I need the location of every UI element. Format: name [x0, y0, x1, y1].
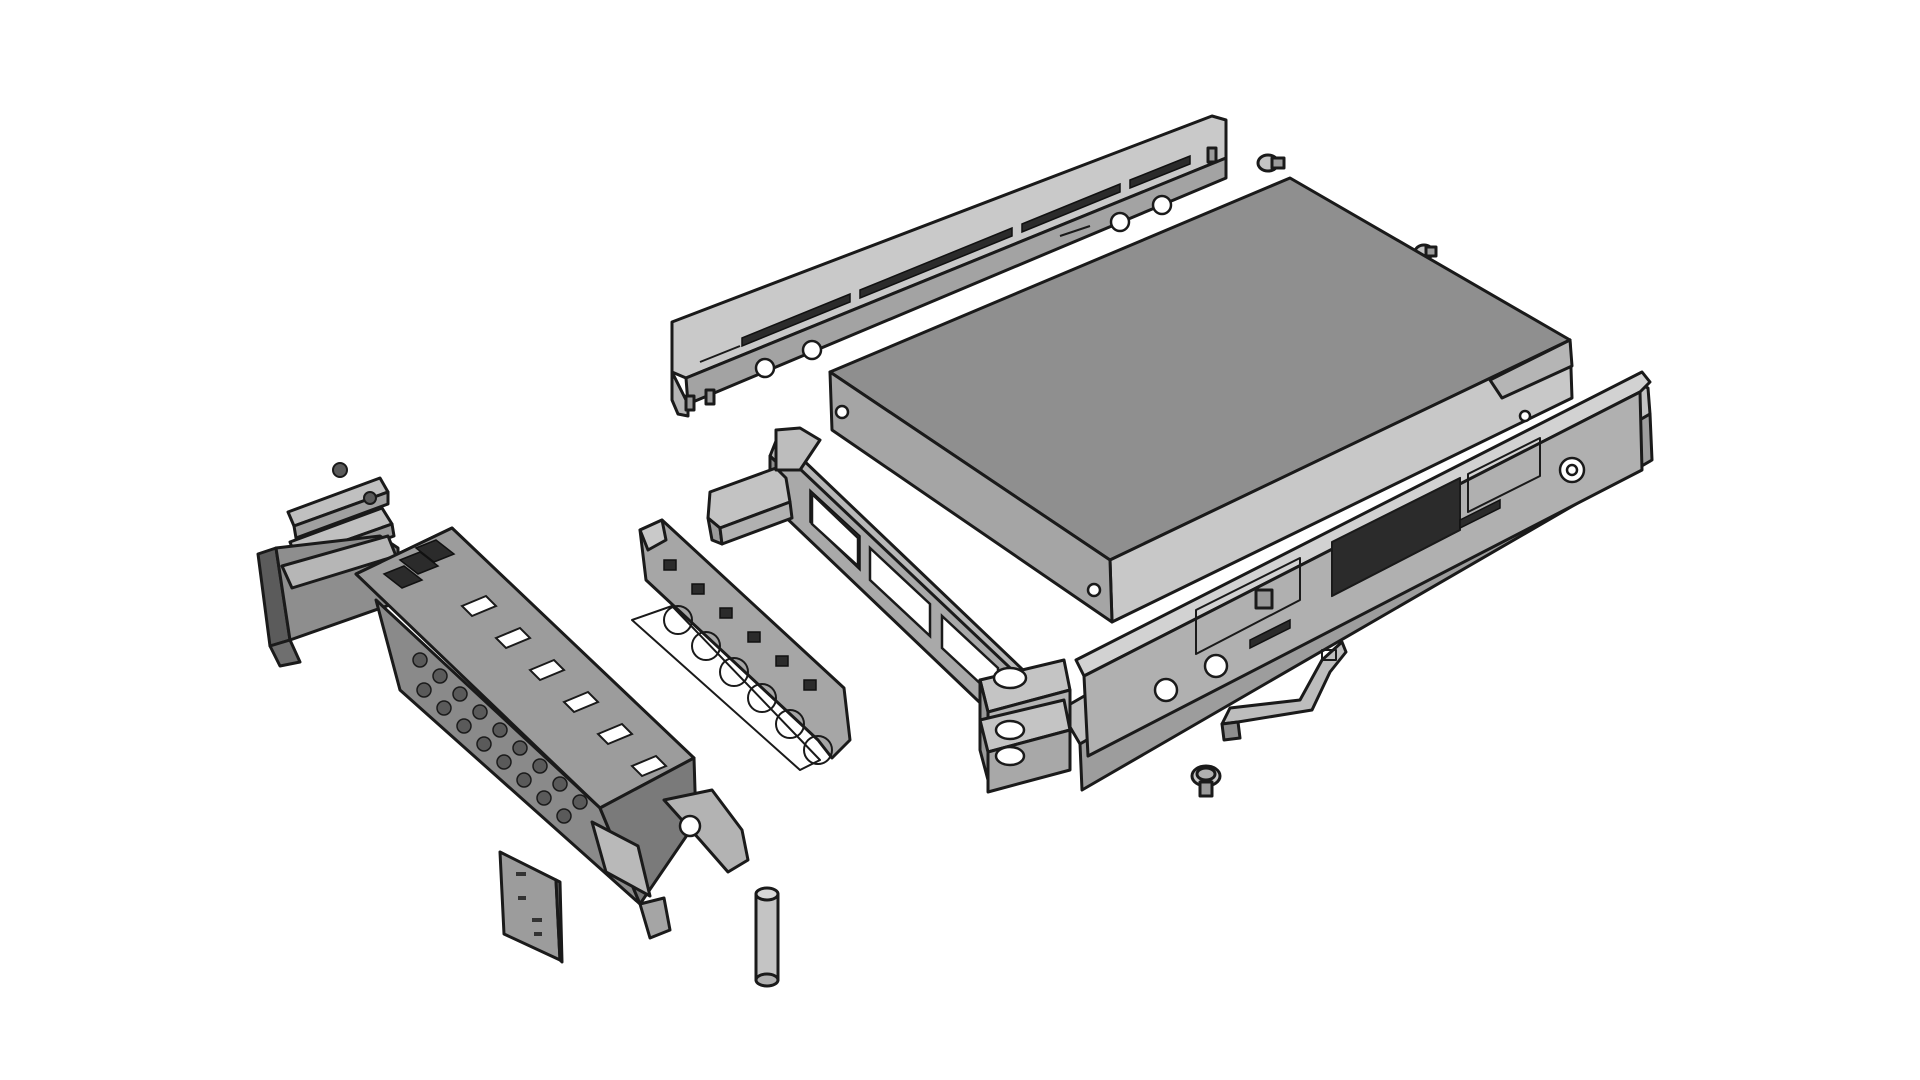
leaf-spring — [1220, 640, 1348, 742]
drive-tray-near-rail — [978, 370, 1652, 794]
tray-latch-hook — [706, 426, 822, 546]
front-bezel — [354, 526, 750, 940]
hinge-pin — [754, 886, 780, 988]
hard-drive — [828, 176, 1574, 624]
mounting-screw-top — [1256, 153, 1286, 173]
side-rail — [670, 114, 1228, 418]
mounting-screw-bottom — [1190, 764, 1222, 798]
latch-spring — [631, 518, 852, 771]
id-label — [498, 850, 564, 964]
tray-latch — [256, 534, 400, 668]
